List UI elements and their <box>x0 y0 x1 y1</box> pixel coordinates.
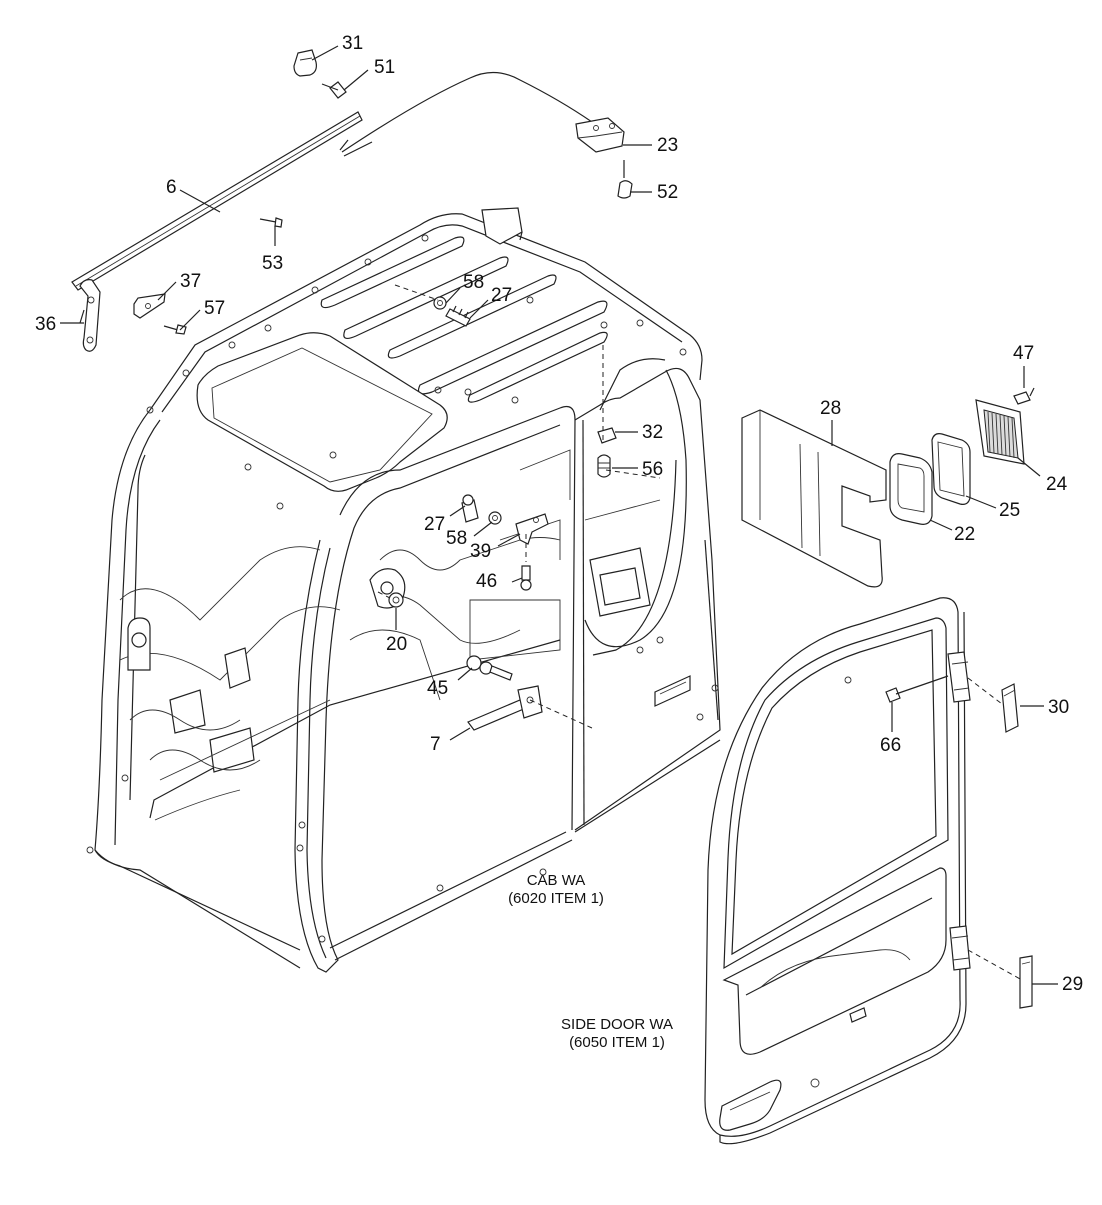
part-39-bracket <box>515 513 549 545</box>
callout-29: 29 <box>1062 974 1083 995</box>
part-22-gasket <box>889 453 933 525</box>
roof-skylight <box>196 332 448 492</box>
callout-46: 46 <box>476 571 497 592</box>
cab-interior <box>119 449 661 821</box>
door-caption-ref: (6050 ITEM 1) <box>569 1034 665 1051</box>
side-door-assembly <box>704 597 971 1145</box>
callout-37: 37 <box>180 271 201 292</box>
door-lower-panel <box>722 867 947 1055</box>
door-outline <box>704 597 961 1137</box>
callout-28: 28 <box>820 398 841 419</box>
door-window <box>723 617 949 970</box>
part-66-screw <box>885 675 949 703</box>
door-caption-title: SIDE DOOR WA <box>561 1016 673 1033</box>
door-lower-hinge <box>949 925 971 971</box>
part-45-bolt <box>466 655 513 681</box>
part-58a-washer <box>433 296 447 310</box>
callout-51: 51 <box>374 57 395 78</box>
part-37-bracket <box>133 293 166 319</box>
cab-side-panel <box>574 367 721 831</box>
cab-assembly <box>86 207 721 973</box>
callout-27-top: 27 <box>491 285 512 306</box>
callout-27-mid: 27 <box>424 514 445 535</box>
captions: CAB WA (6020 ITEM 1) SIDE DOOR WA (6050 … <box>508 872 673 1051</box>
part-29-cap <box>1019 955 1033 1009</box>
part-36-bracket <box>79 279 101 352</box>
part-57-screw <box>163 324 187 335</box>
callout-57: 57 <box>204 298 225 319</box>
part-30-cap <box>1001 683 1019 733</box>
part-28-panel <box>741 409 887 588</box>
callout-58-mid: 58 <box>446 528 467 549</box>
cab-roof-inner <box>161 224 683 413</box>
part-7-latch <box>467 685 543 731</box>
callout-52: 52 <box>657 182 678 203</box>
callout-47: 47 <box>1013 343 1034 364</box>
callout-53: 53 <box>262 253 283 274</box>
part-6-seal-strip <box>71 111 363 291</box>
door-handle <box>719 1079 782 1131</box>
callout-58-top: 58 <box>463 272 484 293</box>
callout-labels: 31 51 23 52 6 53 37 57 36 58 27 47 28 32… <box>35 33 1083 995</box>
callout-6: 6 <box>166 177 177 198</box>
cab-front-frame <box>339 405 576 831</box>
part-58b-washer <box>488 511 502 525</box>
leader-lines <box>60 45 1058 985</box>
alignment-lines <box>377 284 1023 981</box>
callout-39: 39 <box>470 541 491 562</box>
part-32-clip <box>597 427 617 444</box>
part-23-antenna <box>341 71 625 157</box>
part-47-screw <box>1013 387 1035 405</box>
callout-66: 66 <box>880 735 901 756</box>
callout-30: 30 <box>1048 697 1069 718</box>
cab-left-pillar <box>94 409 151 867</box>
cab-holes <box>86 234 719 943</box>
part-46-bolt <box>520 565 532 591</box>
callout-24: 24 <box>1046 474 1068 495</box>
callout-56: 56 <box>642 459 663 480</box>
cab-caption-title: CAB WA <box>527 872 586 889</box>
callout-20: 20 <box>386 634 407 655</box>
part-27b-bolt <box>461 494 479 523</box>
door-upper-hinge <box>947 651 971 703</box>
part-51-screw <box>321 81 347 99</box>
part-20-nut <box>388 592 404 608</box>
part-24-filter <box>975 399 1025 465</box>
part-53-screw <box>259 217 283 228</box>
part-52-screw <box>617 160 633 199</box>
part-27a-bolt <box>445 305 471 327</box>
callout-22: 22 <box>954 524 975 545</box>
cab-floor-frame <box>94 849 301 969</box>
part-31-clip <box>293 49 317 77</box>
callout-25: 25 <box>999 500 1020 521</box>
part-56-bolt <box>597 454 611 478</box>
callout-31: 31 <box>342 33 363 54</box>
part-25-seal <box>931 433 971 505</box>
callout-7: 7 <box>430 734 441 755</box>
cab-roof-outline <box>149 213 703 411</box>
callout-36: 36 <box>35 314 56 335</box>
callout-45: 45 <box>427 678 448 699</box>
callout-23: 23 <box>657 135 678 156</box>
callout-32: 32 <box>642 422 663 443</box>
cab-caption-ref: (6020 ITEM 1) <box>508 890 604 907</box>
